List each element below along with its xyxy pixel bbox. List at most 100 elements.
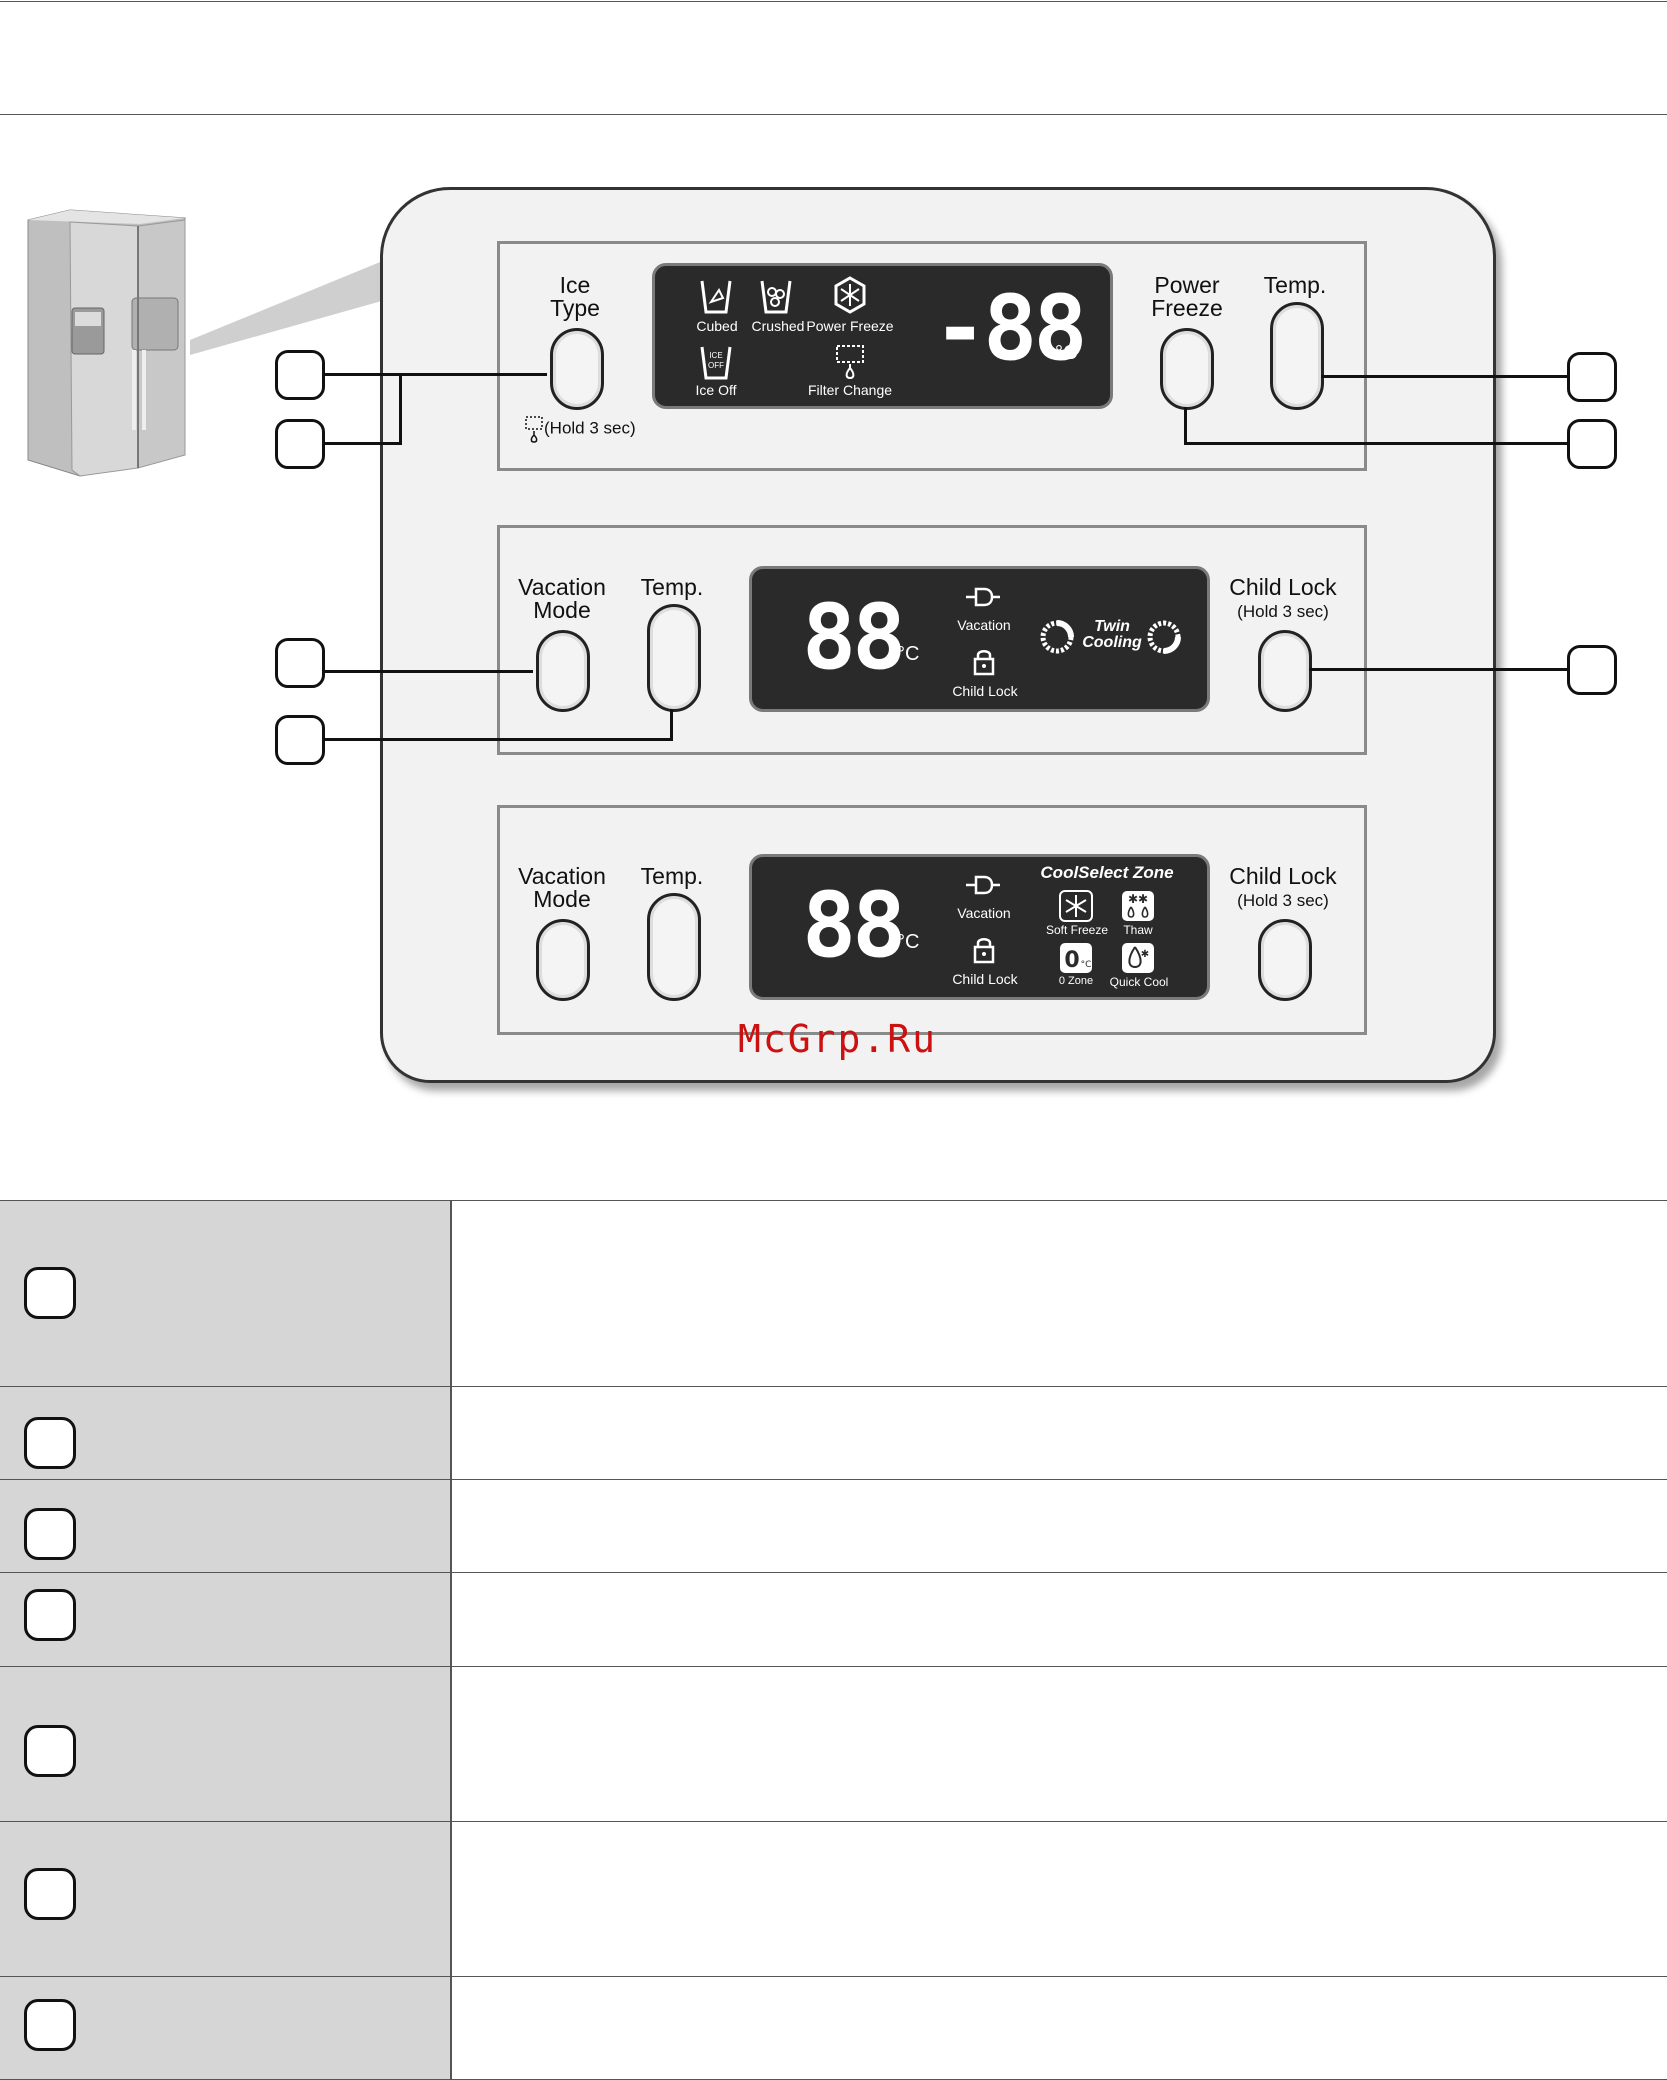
row-number-box (24, 1589, 76, 1641)
vacation-lcd-label-bottom: Vacation (957, 905, 1011, 921)
table-row (0, 1666, 1667, 1822)
table-label-cell (0, 1480, 452, 1573)
table-label-cell (0, 1387, 452, 1480)
child-lock-button-middle[interactable] (1258, 630, 1312, 712)
ice-type-button[interactable] (550, 328, 604, 410)
table-row (0, 1200, 1667, 1387)
child-lock-hold-bottom: (Hold 3 sec) (1237, 891, 1329, 910)
leader-line-4b (670, 709, 673, 741)
header-rule (0, 114, 1667, 115)
svg-text:0: 0 (1064, 948, 1079, 973)
ice-off-label: Ice Off (695, 382, 737, 398)
table-description-cell (454, 1822, 1667, 1977)
leader-line-6a (1184, 407, 1187, 445)
cubed-label: Cubed (696, 318, 738, 334)
fridge-temp-button-bottom[interactable] (647, 893, 701, 1001)
leader-line-2b (399, 373, 402, 445)
table-label-cell (0, 1977, 452, 2079)
svg-text:°C: °C (1081, 960, 1092, 970)
power-freeze-label: Power Freeze (1151, 272, 1223, 321)
callout-box-6 (1567, 419, 1617, 469)
ice-type-hold-note: (Hold 3 sec) (524, 415, 636, 443)
bottom-temp-digits: 88 (802, 873, 906, 978)
table-label-cell (0, 1822, 452, 1977)
vacation-mode-button-middle[interactable] (536, 630, 590, 712)
leader-line-5 (1321, 375, 1567, 378)
row-number-box (24, 1999, 76, 2051)
freezer-temp-button[interactable] (1270, 302, 1324, 410)
middle-temp-unit: °C (897, 643, 920, 665)
filter-change-icon (836, 345, 864, 380)
table-description-cell (454, 1480, 1667, 1573)
child-lock-label-bottom: Child Lock (1229, 863, 1337, 889)
watermark: McGrp.Ru (738, 1017, 938, 1061)
cubed-icon (700, 280, 732, 314)
freezer-temp-unit: °C (1055, 342, 1078, 364)
callout-box-4 (275, 715, 325, 765)
power-freeze-icon (834, 276, 866, 314)
child-lock-icon (973, 650, 995, 676)
quick-cool-icon: ✱ (1122, 943, 1154, 973)
child-lock-button-bottom[interactable] (1258, 919, 1312, 1001)
middle-lcd-display: 88 °C Vacation Child Lock Twin Cooling (749, 566, 1210, 712)
freezer-temp-digits: -88 (933, 276, 1088, 381)
callout-box-3 (275, 638, 325, 688)
leader-line-4a (325, 738, 672, 741)
row-number-box (24, 1725, 76, 1777)
row-number-box (24, 1267, 76, 1319)
table-row (0, 1479, 1667, 1573)
child-lock-label-middle: Child Lock (1229, 574, 1337, 600)
table-description-cell (454, 1977, 1667, 2079)
leader-line-2a (325, 442, 401, 445)
filter-change-label: Filter Change (807, 382, 893, 398)
table-row (0, 1821, 1667, 1977)
ice-off-icon: ICE OFF (700, 346, 732, 380)
twin-cooling-left-icon (1040, 620, 1074, 654)
vacation-lcd-label: Vacation (957, 617, 1011, 633)
callout-box-1 (275, 350, 325, 400)
vacation-mode-button-bottom[interactable] (536, 919, 590, 1001)
zero-zone-label: 0 Zone (1058, 975, 1094, 987)
child-lock-lcd-label: Child Lock (952, 683, 1018, 699)
quick-cool-label: Quick Cool (1109, 975, 1169, 989)
zero-zone-icon: 0 °C (1060, 943, 1092, 973)
callout-box-7 (1567, 645, 1617, 695)
vacation-mode-label-bottom: Vacation Mode (518, 863, 606, 912)
child-lock-lcd-label-bottom: Child Lock (952, 971, 1018, 987)
soft-freeze-icon (1059, 890, 1093, 922)
svg-text:ICE: ICE (709, 351, 722, 360)
table-description-cell (454, 1573, 1667, 1667)
callout-box-5 (1567, 352, 1617, 402)
middle-temp-digits: 88 (802, 585, 906, 690)
freezer-temp-label: Temp. (1263, 272, 1327, 298)
table-label-cell (0, 1201, 452, 1387)
table-label-cell (0, 1573, 452, 1667)
child-lock-hold-middle: (Hold 3 sec) (1237, 602, 1329, 621)
power-freeze-lcd-label: Power Freeze (806, 318, 894, 334)
leader-line-6b (1184, 442, 1567, 445)
callout-box-2 (275, 419, 325, 469)
crushed-icon (760, 280, 792, 314)
fridge-temp-label-middle: Temp. (640, 574, 704, 600)
row-number-box (24, 1508, 76, 1560)
svg-text:OFF: OFF (708, 361, 724, 370)
thaw-icon: ✱✱ (1122, 891, 1154, 921)
vacation-icon (966, 875, 1000, 895)
row-number-box (24, 1868, 76, 1920)
soft-freeze-label: Soft Freeze (1045, 923, 1109, 937)
vacation-icon (966, 587, 1000, 607)
vacation-mode-label-middle: Vacation Mode (518, 574, 606, 623)
table-row (0, 1386, 1667, 1480)
zoom-callout-wedge (190, 260, 385, 355)
twin-cooling-label: Twin Cooling (1082, 618, 1142, 651)
crushed-label: Crushed (751, 318, 805, 334)
coolselect-zone-title: CoolSelect Zone (1040, 863, 1174, 882)
leader-line-7 (1309, 668, 1567, 671)
twin-cooling-right-icon (1147, 620, 1181, 654)
table-row (0, 1572, 1667, 1667)
svg-text:✱✱: ✱✱ (1128, 892, 1148, 906)
fridge-temp-button-middle[interactable] (647, 604, 701, 712)
power-freeze-button[interactable] (1160, 328, 1214, 410)
thaw-label: Thaw (1123, 923, 1153, 937)
bottom-lcd-display: 88 °C Vacation Child Lock CoolSelect Zon… (749, 854, 1210, 1000)
